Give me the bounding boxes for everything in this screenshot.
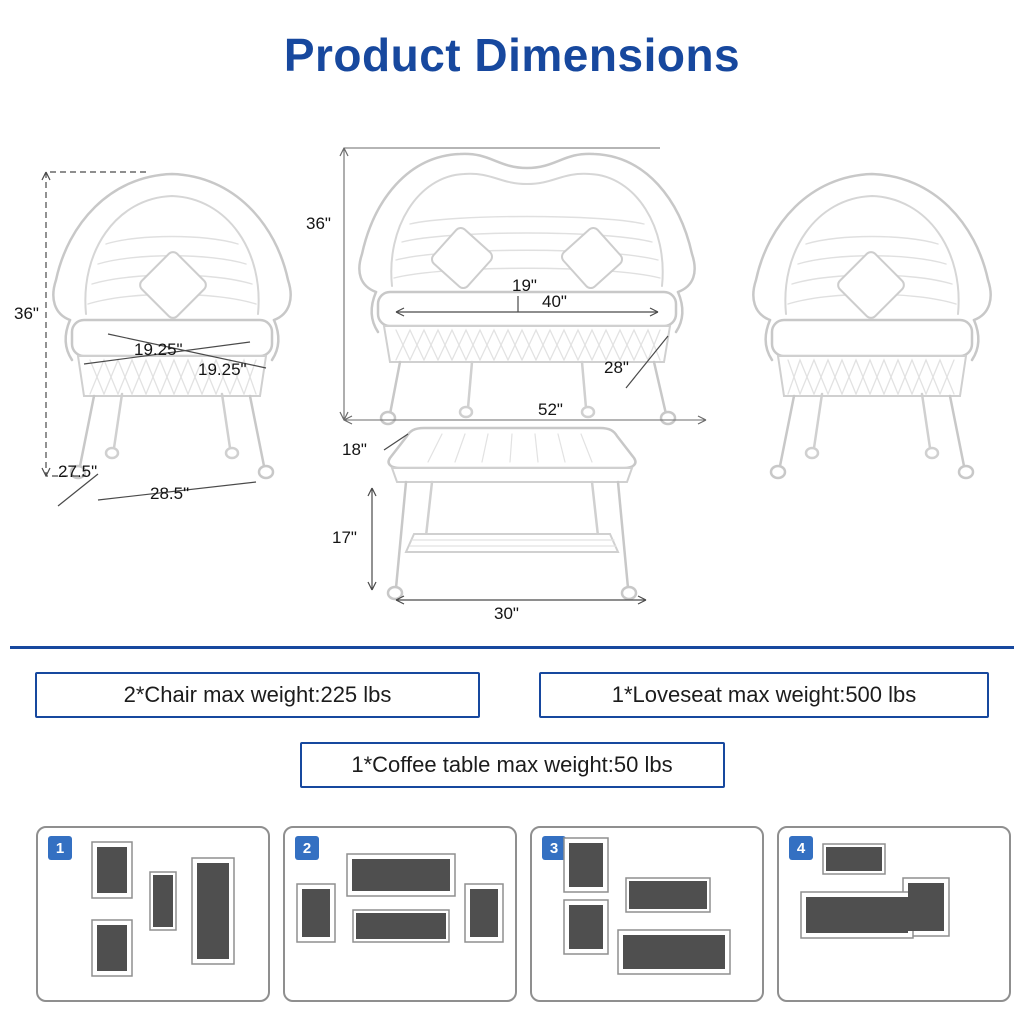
layout-2-floorplan (296, 853, 504, 943)
chair-max-weight-text: 2*Chair max weight:225 lbs (123, 682, 392, 707)
chair-height-label: 36" (14, 304, 39, 323)
loveseat-seat-width-label: 40" (542, 292, 567, 311)
loveseat-illustration (358, 152, 696, 426)
table-width-label: 30" (494, 604, 519, 623)
table-shelf-height-label: 17" (332, 528, 357, 547)
loveseat-depth-label: 28" (604, 358, 629, 377)
layout-floorplans: 1 2 (36, 826, 1011, 1002)
layout-option-3: 3 (530, 826, 764, 1002)
table-max-weight-box: 1*Coffee table max weight:50 lbs (299, 742, 725, 788)
dimension-lines (41, 147, 707, 605)
loveseat-max-weight-box: 1*Loveseat max weight:500 lbs (539, 672, 989, 718)
chair-width-label: 28.5" (150, 484, 190, 503)
layout-3-floorplan (563, 837, 731, 975)
layout-option-2: 2 (283, 826, 517, 1002)
loveseat-max-weight-text: 1*Loveseat max weight:500 lbs (611, 682, 917, 707)
page-title: Product Dimensions (283, 29, 741, 81)
table-top-height-label: 18" (342, 440, 367, 459)
chair-seat-width-label: 19.25" (134, 340, 183, 359)
layout-1-badge: 1 (48, 836, 72, 860)
furniture-illustration (41, 147, 992, 605)
chair-depth-label: 27.5" (58, 462, 98, 481)
table-max-weight-text: 1*Coffee table max weight:50 lbs (351, 752, 673, 777)
loveseat-width-label: 52" (538, 400, 563, 419)
loveseat-seat-height-label: 19" (512, 276, 537, 295)
chair-seat-depth-label: 19.25" (198, 360, 247, 379)
weight-specs-row-2: 1*Coffee table max weight:50 lbs (0, 742, 1024, 788)
coffee-table-illustration (386, 426, 638, 601)
layout-option-1: 1 (36, 826, 270, 1002)
layout-option-4: 4 (777, 826, 1011, 1002)
layout-2-badge: 2 (295, 836, 319, 860)
layout-4-badge: 4 (789, 836, 813, 860)
chair-right-illustration (752, 172, 992, 480)
layout-1-floorplan (91, 841, 235, 977)
layout-4-floorplan (800, 843, 950, 939)
section-divider (10, 646, 1014, 649)
chair-left-illustration (52, 172, 292, 480)
furniture-dimension-diagram: 36" 19.25" 19.25" 27.5" 28.5" 36" 19" 40… (0, 120, 1024, 640)
chair-max-weight-box: 2*Chair max weight:225 lbs (35, 672, 480, 718)
loveseat-height-label: 36" (306, 214, 331, 233)
layout-3-badge: 3 (542, 836, 566, 860)
weight-specs-row-1: 2*Chair max weight:225 lbs 1*Loveseat ma… (35, 672, 989, 718)
